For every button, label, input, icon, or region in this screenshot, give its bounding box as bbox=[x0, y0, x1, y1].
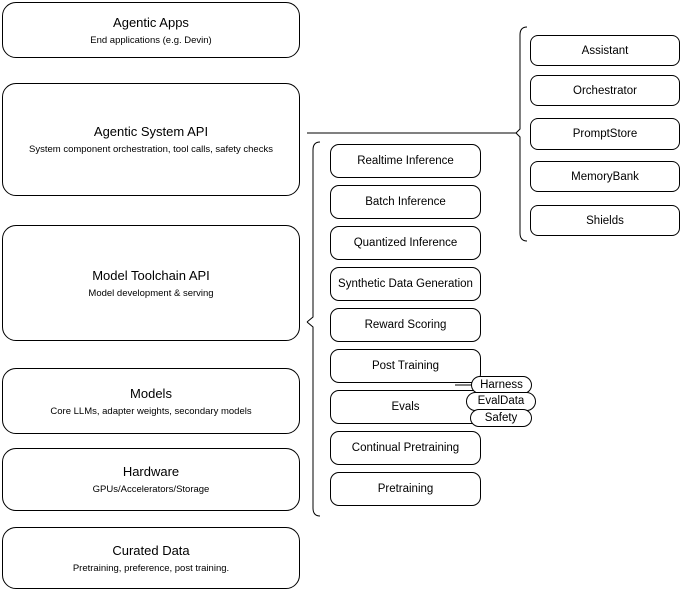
layer-title: Agentic Apps bbox=[113, 14, 189, 30]
eval-badge-harness[interactable]: Harness bbox=[471, 376, 532, 394]
layer-subtitle: Model development & serving bbox=[88, 287, 214, 299]
capability-pretraining[interactable]: Pretraining bbox=[330, 472, 481, 506]
capability-post-training[interactable]: Post Training bbox=[330, 349, 481, 383]
layer-curated-data[interactable]: Curated Data Pretraining, preference, po… bbox=[2, 527, 300, 589]
component-label: MemoryBank bbox=[571, 170, 639, 183]
layer-agentic-system-api[interactable]: Agentic System API System component orch… bbox=[2, 83, 300, 196]
eval-badge-safety[interactable]: Safety bbox=[470, 409, 532, 427]
left-group-brace bbox=[306, 141, 321, 517]
capability-label: Pretraining bbox=[377, 483, 434, 495]
capability-synthetic-data-generation[interactable]: Synthetic Data Generation bbox=[330, 267, 481, 301]
capability-realtime-inference[interactable]: Realtime Inference bbox=[330, 144, 481, 178]
component-label: Orchestrator bbox=[573, 84, 637, 97]
layer-title: Models bbox=[130, 385, 172, 401]
capability-label: Batch Inference bbox=[365, 196, 446, 208]
eval-badge-evaldata[interactable]: EvalData bbox=[466, 392, 536, 411]
layer-subtitle: System component orchestration, tool cal… bbox=[29, 144, 273, 155]
layer-title: Hardware bbox=[122, 464, 180, 479]
eval-badge-label: EvalData bbox=[477, 395, 525, 407]
capability-label: Synthetic Data Generation bbox=[338, 278, 473, 290]
layer-model-toolchain-api[interactable]: Model Toolchain API Model development & … bbox=[2, 225, 300, 341]
layer-hardware[interactable]: Hardware GPUs/Accelerators/Storage bbox=[2, 448, 300, 511]
layer-agentic-apps[interactable]: Agentic Apps End applications (e.g. Devi… bbox=[2, 2, 300, 58]
capability-label: Quantized Inference bbox=[353, 237, 458, 249]
capability-label: Realtime Inference bbox=[357, 155, 454, 167]
layer-models[interactable]: Models Core LLMs, adapter weights, secon… bbox=[2, 368, 300, 434]
layer-title: Model Toolchain API bbox=[92, 267, 210, 283]
layer-title: Curated Data bbox=[112, 542, 190, 558]
component-shields[interactable]: Shields bbox=[530, 205, 680, 236]
layer-subtitle: End applications (e.g. Devin) bbox=[90, 34, 212, 46]
capability-label: Continual Pretraining bbox=[351, 442, 460, 454]
component-orchestrator[interactable]: Orchestrator bbox=[530, 75, 680, 106]
layer-subtitle: GPUs/Accelerators/Storage bbox=[92, 484, 210, 495]
eval-badge-label: Safety bbox=[484, 411, 518, 424]
component-label: PromptStore bbox=[572, 128, 638, 140]
layer-subtitle: Pretraining, preference, post training. bbox=[72, 562, 230, 574]
component-label: Shields bbox=[586, 214, 624, 227]
component-memorybank[interactable]: MemoryBank bbox=[530, 161, 680, 192]
layer-title: Agentic System API bbox=[93, 124, 209, 139]
capability-quantized-inference[interactable]: Quantized Inference bbox=[330, 226, 481, 260]
component-label: Assistant bbox=[581, 44, 629, 57]
eval-badge-label: Harness bbox=[480, 378, 523, 391]
capability-continual-pretraining[interactable]: Continual Pretraining bbox=[330, 431, 481, 465]
component-promptstore[interactable]: PromptStore bbox=[530, 118, 680, 150]
capability-label: Reward Scoring bbox=[364, 319, 447, 331]
capability-label: Post Training bbox=[371, 360, 440, 372]
capability-reward-scoring[interactable]: Reward Scoring bbox=[330, 308, 481, 342]
layer-subtitle: Core LLMs, adapter weights, secondary mo… bbox=[50, 405, 252, 417]
capability-evals[interactable]: Evals bbox=[330, 390, 481, 424]
right-group-brace bbox=[515, 26, 528, 242]
capability-label: Evals bbox=[391, 401, 420, 413]
component-assistant[interactable]: Assistant bbox=[530, 35, 680, 66]
capability-batch-inference[interactable]: Batch Inference bbox=[330, 185, 481, 219]
